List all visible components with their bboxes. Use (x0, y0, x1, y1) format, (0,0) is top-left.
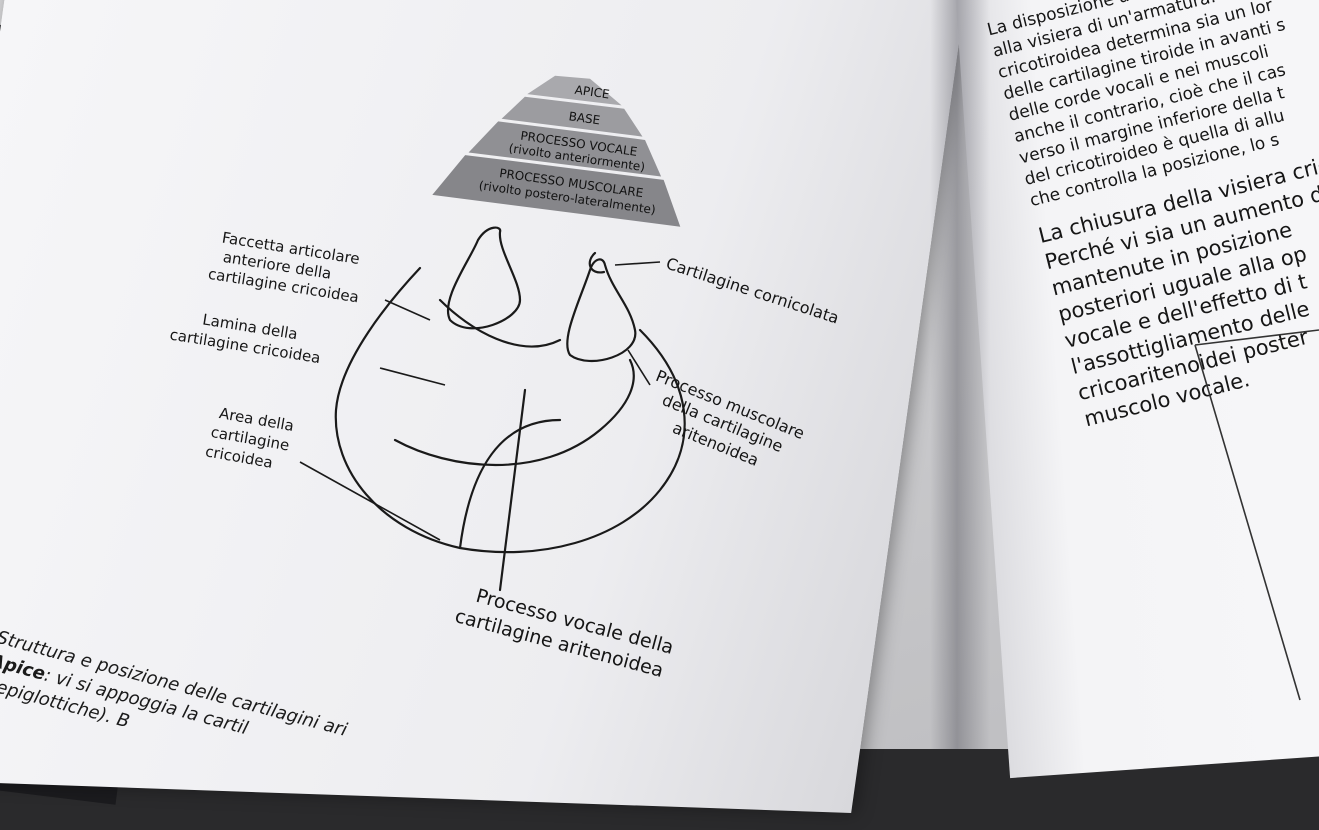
right-page-frame (0, 0, 1319, 749)
